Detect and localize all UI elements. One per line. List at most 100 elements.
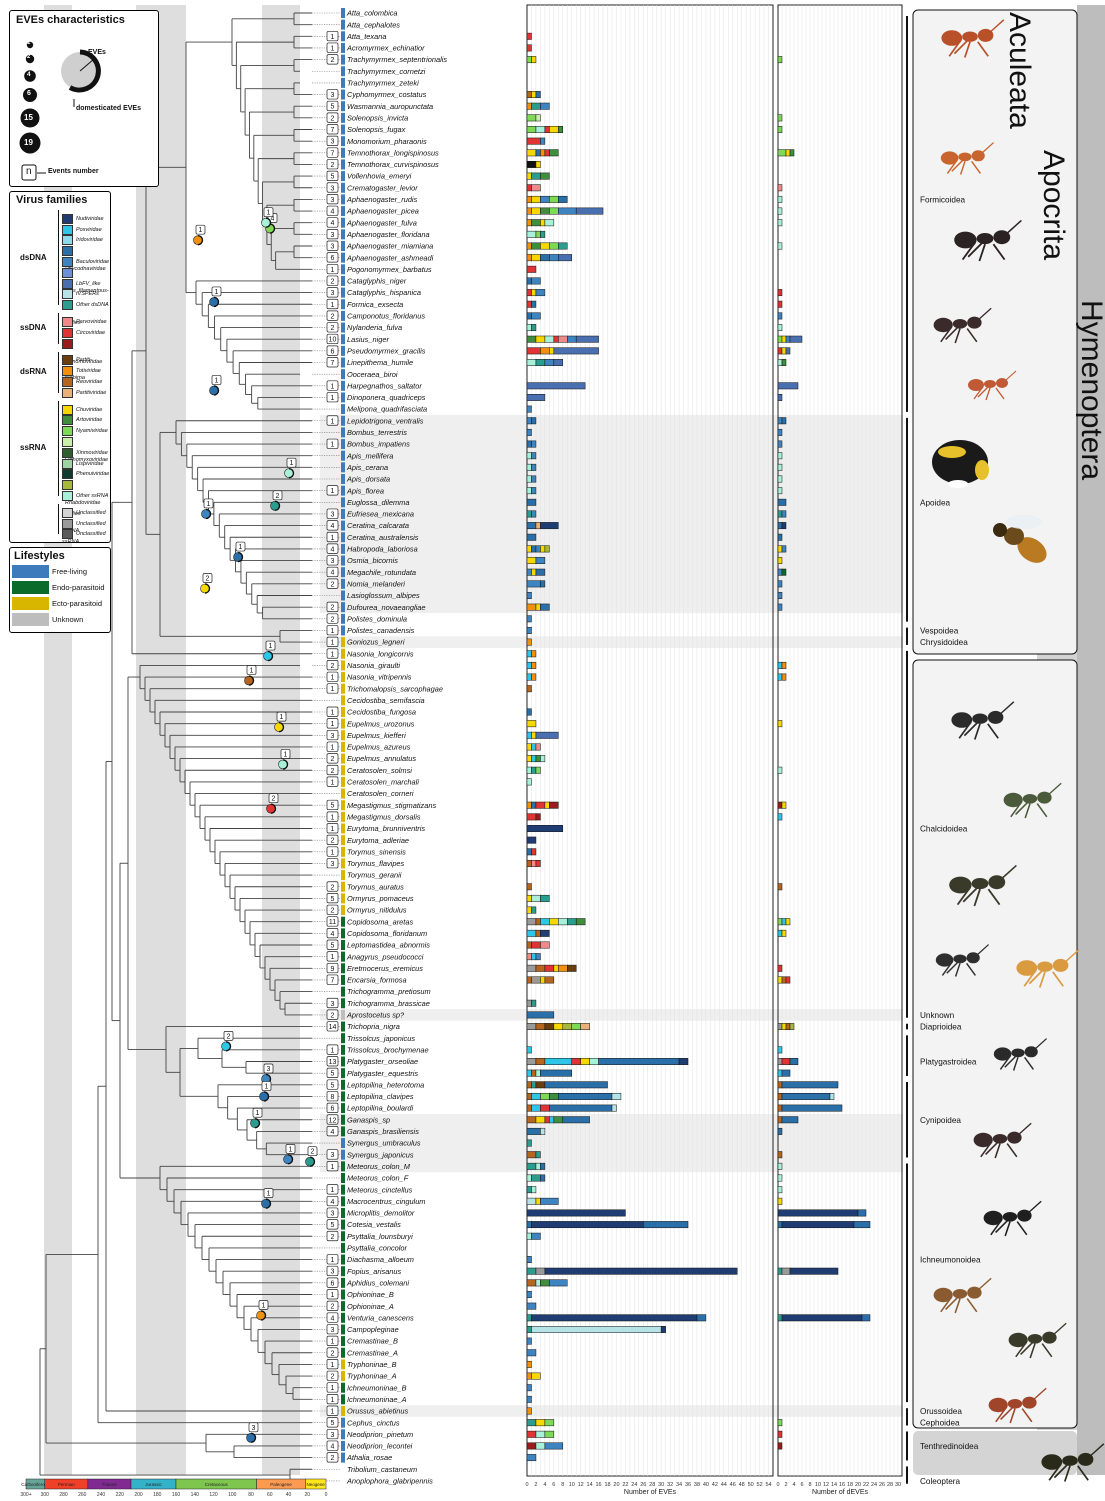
deves-axis-label: Number of dEVEs	[812, 1489, 869, 1496]
deves-bar-segment	[777, 1116, 783, 1124]
deves-bar-segment	[777, 1430, 783, 1438]
deves-bar-segment	[777, 545, 783, 553]
event-count: 1	[284, 751, 288, 758]
deves-bar-segment	[829, 1093, 835, 1100]
eves-tick: 14	[587, 1482, 593, 1488]
eves-bar-segment	[540, 1197, 559, 1205]
period-name: Carboniferous	[21, 1482, 50, 1487]
insect-leg	[990, 1221, 1002, 1236]
lifestyle-strip	[341, 881, 345, 892]
species-name: Meteorus_colon_M	[347, 1162, 411, 1171]
eves-bar-segment	[526, 755, 532, 763]
lifestyle-strip	[341, 275, 345, 286]
insect-body	[967, 1286, 982, 1299]
deves-bar-segment	[777, 1151, 783, 1159]
deves-bar-segment	[777, 195, 783, 203]
eves-bar-segment	[535, 1197, 541, 1205]
size-label-6: 6	[27, 90, 31, 97]
insect-body	[993, 230, 1011, 245]
clade-label: Apoidea	[920, 498, 950, 507]
eves-bar-segment	[540, 580, 546, 588]
event-count: 3	[252, 1425, 256, 1432]
events-box	[326, 1021, 339, 1032]
species-name: Polistes_canadensis	[347, 626, 415, 635]
events-number: 2	[331, 756, 335, 763]
ant-illustration	[968, 370, 1017, 401]
lifestyle-strip	[341, 683, 345, 694]
eves-bar-segment	[558, 207, 577, 215]
species-name: Tribolium_castaneum	[347, 1465, 417, 1474]
lifestyle-strip	[341, 334, 345, 345]
events-box	[326, 252, 339, 263]
events-number: 14	[329, 1024, 337, 1031]
events-box	[326, 275, 339, 286]
events-number: 2	[331, 663, 335, 670]
events-number: 2	[331, 313, 335, 320]
period-name: Triassic	[102, 1482, 118, 1487]
insect-antenna	[990, 19, 1005, 33]
eves-bar-segment	[535, 953, 541, 961]
virus-family-name: Chuviridae	[76, 406, 103, 413]
lifestyle-strip	[341, 241, 345, 251]
eves-bar-segment	[526, 708, 532, 716]
insect-body	[933, 317, 953, 333]
events-number: 5	[331, 174, 335, 181]
eves-bar-segment	[535, 743, 541, 751]
events-number: 1	[331, 535, 335, 542]
virus-group-bracket	[58, 210, 59, 306]
eves-panel	[526, 4, 774, 1477]
deves-tick: 26	[879, 1482, 885, 1488]
lifestyle-strip	[341, 1009, 345, 1020]
species-name: Ooceraea_biroi	[347, 370, 398, 379]
eves-bar-segment	[526, 149, 537, 157]
eves-bar-segment	[526, 498, 537, 506]
lifestyle-strip	[341, 648, 345, 659]
lifestyle-strip	[341, 893, 345, 904]
event-marker-ring	[205, 508, 212, 520]
events-box	[326, 1160, 339, 1172]
insect-body	[1007, 1131, 1022, 1144]
event-count: 1	[280, 714, 284, 721]
species-name: Ganaspis_brasiliensis	[347, 1127, 419, 1136]
species-name: Wasmannia_auropunctata	[347, 102, 433, 111]
insect-leg	[1015, 1343, 1027, 1358]
species-name: Neodiprion_pinetum	[347, 1430, 413, 1439]
virus-family-item: Genomoviridae	[62, 335, 110, 365]
insect-leg	[1063, 1465, 1071, 1482]
eves-bar-segment	[611, 1093, 622, 1100]
eves-bar-segment	[526, 1419, 537, 1427]
lifestyle-strip	[341, 229, 345, 240]
virus-color-swatch	[62, 415, 73, 426]
events-box	[326, 194, 339, 205]
deves-bar-segment	[777, 1058, 783, 1065]
eves-bar-segment	[535, 1267, 546, 1275]
insect-leg	[977, 386, 989, 398]
deves-bar-segment	[781, 1023, 787, 1030]
event-count-box	[265, 640, 276, 651]
eves-bar-segment	[540, 976, 546, 984]
deves-tick: 0	[776, 1482, 779, 1488]
lifestyle-strip	[341, 1091, 345, 1102]
species-name: Eufriesea_mexicana	[347, 510, 414, 519]
eves-tick: 2	[534, 1482, 537, 1488]
species-name: Ichneumoninae_B	[347, 1383, 407, 1392]
events-box	[326, 380, 339, 391]
deves-bar-segment	[777, 207, 783, 215]
species-name: Linepithema_humile	[347, 358, 413, 367]
insect-leg	[966, 1298, 978, 1313]
eves-bar-segment	[544, 1116, 550, 1124]
species-name: Meteorus_colon_F	[347, 1174, 409, 1183]
honeybee-illustration	[993, 515, 1047, 563]
events-number: 2	[331, 162, 335, 169]
eves-bar-segment	[535, 1151, 541, 1159]
eves-bar-segment	[549, 347, 555, 355]
insect-leg	[973, 888, 981, 907]
eves-bar-segment	[535, 1442, 546, 1450]
eves-bar-segment	[544, 545, 550, 553]
lifestyle-strip	[341, 182, 345, 193]
events-number: 1	[331, 418, 335, 425]
species-name: Trachymyrmex_zeteki	[347, 79, 419, 88]
legend-virus-title: Virus families	[16, 194, 88, 206]
lifestyle-strip	[341, 369, 345, 380]
insect-body	[988, 1397, 1008, 1413]
